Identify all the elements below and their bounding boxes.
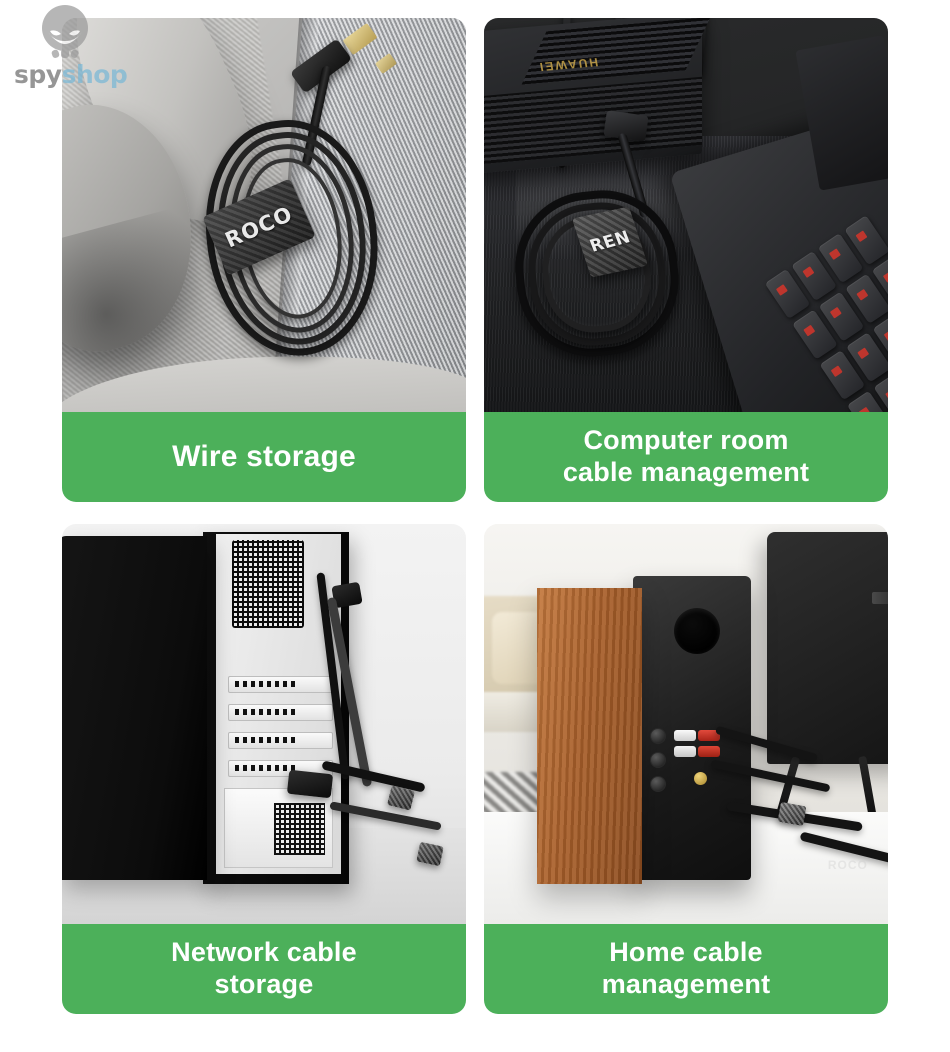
speaker-bass-port (673, 608, 720, 654)
photo-brand-watermark: ROCO (827, 858, 868, 872)
speaker-control-knob (649, 752, 666, 768)
feature-card-computer-room[interactable]: HUAWEI REN (484, 18, 888, 502)
caption-network-cable: Network cable storage (62, 924, 466, 1014)
router-top-vents (520, 18, 710, 85)
pc-power-supply (223, 788, 333, 868)
caption-computer-room: Computer room cable management (484, 412, 888, 502)
feature-card-grid: ROCO Wire storage HUAWEI (62, 18, 888, 1014)
pc-tower-side-panel (62, 536, 208, 880)
caption-wire-storage: Wire storage (62, 412, 466, 502)
photo-computer-room: HUAWEI REN (484, 18, 888, 412)
psu-vent-grill (273, 803, 326, 855)
gold-audio-jack (694, 772, 708, 785)
watermark-spy-text: spy (14, 60, 62, 89)
rca-jack-white (673, 746, 696, 757)
feature-card-wire-storage[interactable]: ROCO Wire storage (62, 18, 466, 502)
feature-card-network-cable[interactable]: Network cable storage (62, 524, 466, 1014)
photo-wire-storage: ROCO (62, 18, 466, 412)
strap-brand-label: REN (586, 227, 634, 257)
rca-jack-white (673, 730, 696, 741)
caption-line-2: cable management (562, 457, 810, 487)
feature-card-home-cable[interactable]: ROCO Home cable management (484, 524, 888, 1014)
wifi-router: HUAWEI (484, 18, 710, 175)
tv-port-strip (871, 592, 888, 604)
caption-line-2: management (601, 969, 771, 999)
power-connector (287, 769, 334, 799)
keyboard-keys (764, 215, 888, 412)
velcro-cable-tie (777, 801, 807, 827)
caption-line-1: Computer room (583, 425, 789, 456)
photo-home-cable-management: ROCO (484, 524, 888, 924)
speaker-control-knob (649, 776, 666, 792)
strap-brand-label: ROCO (222, 201, 297, 253)
caption-line-2: storage (214, 969, 314, 999)
pc-expansion-slot (227, 676, 333, 693)
rca-jack-red (698, 746, 721, 757)
television (766, 532, 888, 764)
speaker-control-knob (649, 728, 666, 744)
pc-fan-grill (231, 540, 305, 628)
rca-jack-red (698, 730, 721, 741)
router-side-vents (484, 76, 703, 166)
photo-network-cable-storage (62, 524, 466, 924)
caption-line-1: Home cable (609, 937, 763, 968)
caption-line-1: Network cable (171, 937, 357, 968)
caption-line-1: Wire storage (172, 440, 356, 474)
pc-expansion-slot (227, 704, 333, 721)
caption-home-cable: Home cable management (484, 924, 888, 1014)
speaker-wood-cabinet (536, 588, 642, 884)
pc-expansion-slot (227, 732, 333, 749)
